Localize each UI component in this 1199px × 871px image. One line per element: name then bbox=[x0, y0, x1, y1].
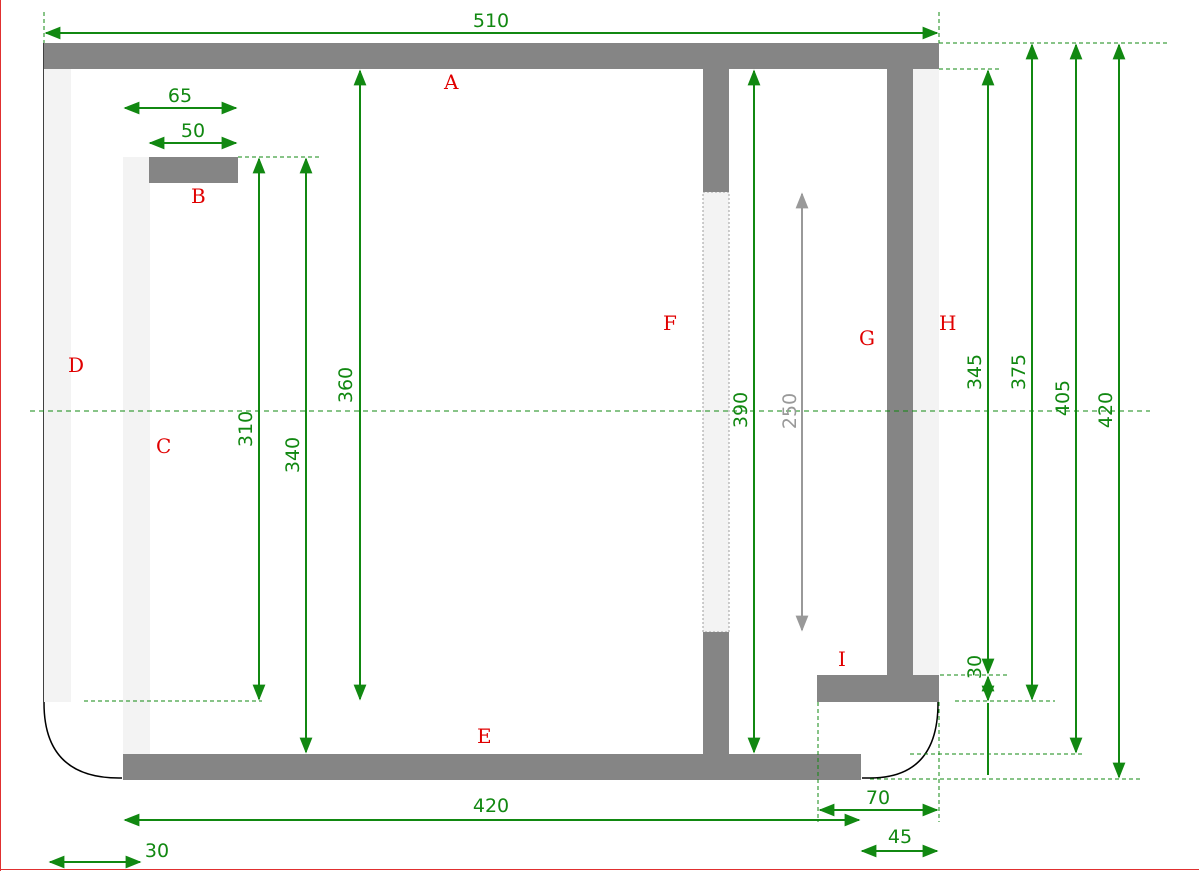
panel-f-bottom bbox=[703, 632, 729, 756]
dim-label-b-inner: 50 bbox=[181, 120, 205, 142]
panel-g bbox=[887, 68, 913, 676]
cabinet-outline bbox=[43, 43, 939, 779]
panel-h bbox=[913, 68, 939, 675]
panel-f-top bbox=[703, 68, 729, 192]
label-part-e: E bbox=[477, 724, 492, 748]
dim-label-h-height: 375 bbox=[1008, 354, 1030, 390]
label-part-i: I bbox=[838, 647, 846, 671]
dim-label-outer-405: 405 bbox=[1052, 380, 1074, 416]
label-part-f: F bbox=[663, 311, 677, 335]
panel-c bbox=[123, 157, 150, 755]
dim-label-left-offset: 30 bbox=[145, 840, 169, 862]
label-part-d: D bbox=[68, 353, 84, 377]
panel-e bbox=[123, 754, 861, 780]
dim-label-f-gap: 250 bbox=[779, 393, 801, 429]
dim-label-g-height: 345 bbox=[964, 354, 986, 390]
panel-b bbox=[149, 157, 238, 183]
panel-d bbox=[44, 68, 71, 702]
label-part-b: B bbox=[191, 184, 206, 208]
dim-label-a-to-floor: 360 bbox=[335, 367, 357, 403]
dim-label-top-width: 510 bbox=[473, 10, 509, 32]
label-part-c: C bbox=[156, 434, 171, 458]
dim-label-f-height: 390 bbox=[730, 392, 752, 428]
dim-label-i-width: 70 bbox=[866, 787, 890, 809]
panel-a bbox=[44, 43, 939, 69]
dim-label-c-outer-height: 340 bbox=[282, 437, 304, 473]
panel-i bbox=[817, 675, 939, 702]
dim-label-outer-420: 420 bbox=[1095, 392, 1117, 428]
dim-label-right-offset: 45 bbox=[888, 826, 912, 848]
label-part-g: G bbox=[859, 326, 875, 350]
label-part-h: H bbox=[939, 311, 956, 335]
label-part-a: A bbox=[443, 70, 459, 94]
dim-label-bottom-width: 420 bbox=[473, 795, 509, 817]
dim-label-i-thickness: 30 bbox=[964, 655, 986, 679]
dim-label-c-height: 310 bbox=[235, 411, 257, 447]
dim-label-b-outer: 65 bbox=[168, 85, 192, 107]
panel-f-gap bbox=[702, 191, 730, 633]
